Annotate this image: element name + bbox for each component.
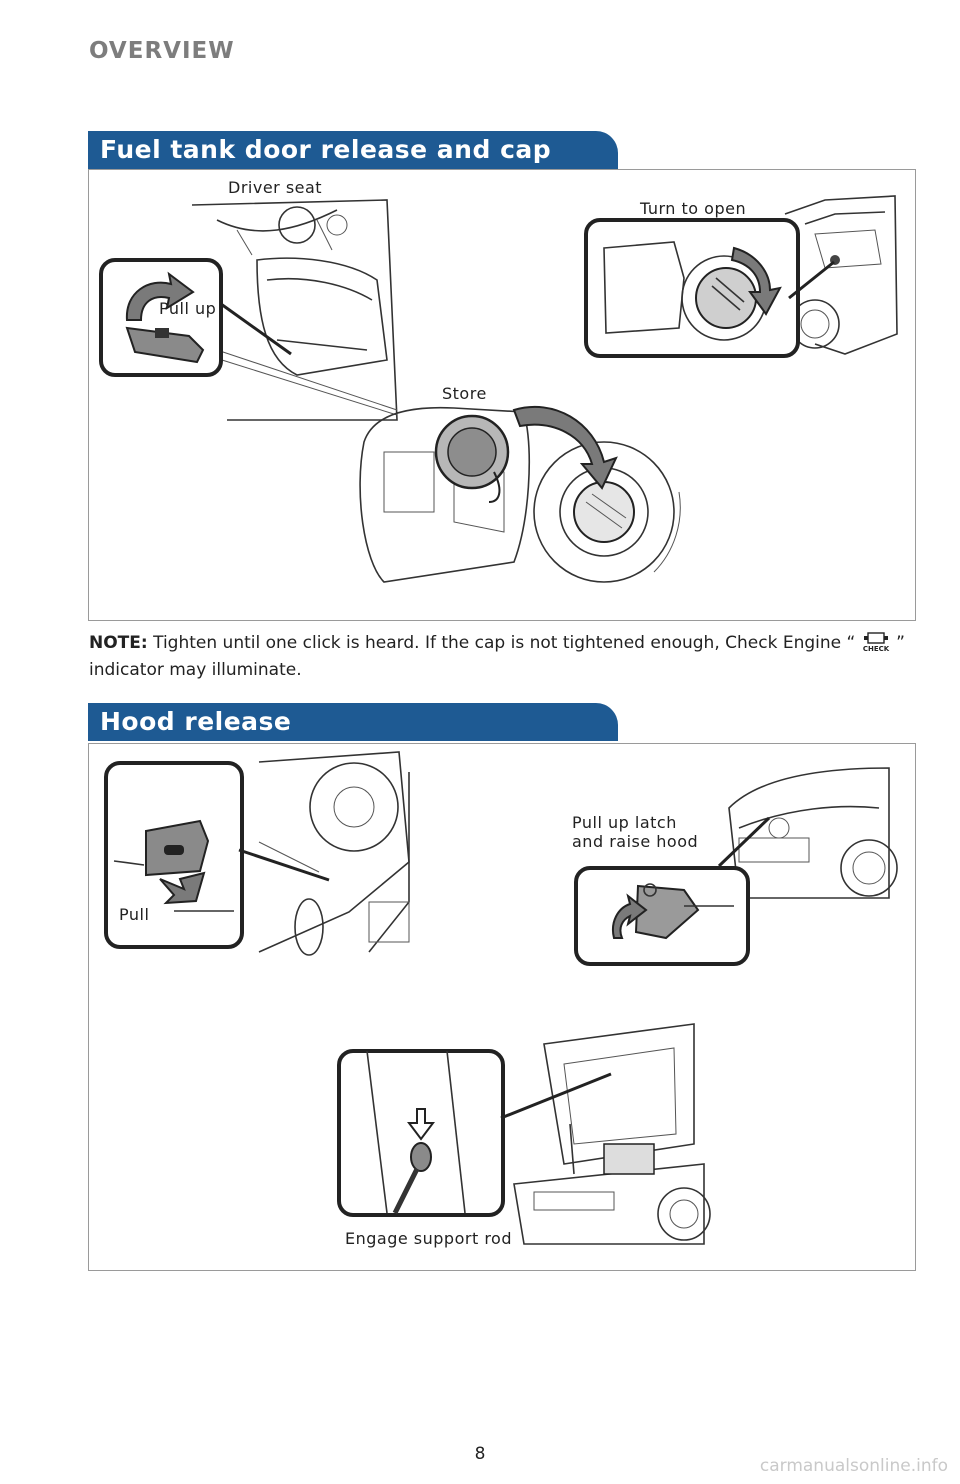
store-label: Store [442, 384, 487, 403]
driver-seat-illustration [191, 199, 398, 421]
note-lead: NOTE: [89, 633, 148, 653]
svg-text:CHECK: CHECK [863, 645, 890, 653]
open-hood-illustration [513, 1023, 711, 1245]
hood-section-banner: Hood release [88, 703, 618, 741]
hood-illustration-panel: Pull up latch and raise hood Pull Engage… [88, 743, 916, 1271]
fuel-section-banner: Fuel tank door release and cap [88, 131, 618, 169]
support-rod-inset [337, 1049, 505, 1217]
turn-to-open-label: Turn to open [640, 199, 747, 218]
note-text-before-icon: Tighten until one click is heard. If the… [153, 633, 856, 653]
lever-pointer-line [220, 302, 292, 356]
dashboard-illustration [258, 751, 410, 956]
latch-pointer [717, 816, 771, 868]
fuel-inset-pointer [788, 260, 835, 300]
fuel-cap-turn-inset [584, 218, 800, 358]
fuel-cap-note: NOTE: Tighten until one click is heard. … [89, 630, 909, 684]
hood-latch-inset [574, 866, 750, 966]
note-text-after-icon: ” indicator may illuminate. [89, 633, 905, 680]
driver-seat-label: Driver seat [228, 178, 323, 197]
page-number: 8 [474, 1444, 486, 1464]
pull-up-label: Pull up [159, 299, 217, 318]
lever-inset [99, 258, 223, 377]
check-engine-icon: CHECK [863, 632, 890, 653]
watermark: carmanualsonline.info [759, 1456, 948, 1476]
section-title: OVERVIEW [89, 38, 235, 64]
pull-up-latch-label: Pull up latch and raise hood [572, 813, 699, 851]
fuel-cap-store-illustration [359, 405, 681, 583]
pull-label: Pull [119, 905, 150, 924]
hood-lever-pointer [238, 848, 330, 882]
suv-front-illustration [728, 767, 898, 899]
engage-support-rod-label: Engage support rod [345, 1229, 512, 1248]
support-rod-pointer [500, 1072, 612, 1120]
fuel-illustration-panel: Driver seat Turn to open Pull up Store [88, 169, 916, 621]
hood-lever-inset [104, 761, 244, 949]
